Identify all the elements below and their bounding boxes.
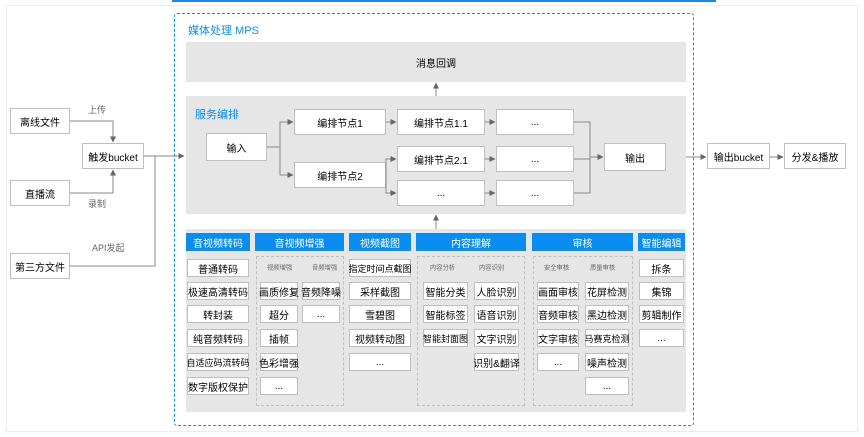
node-2-2-next: ... bbox=[496, 180, 574, 206]
enhance-video-sub: 视频增强 bbox=[267, 264, 293, 272]
review-safe-item: 音频审核 bbox=[537, 305, 579, 323]
review-quality-item: 花屏检测 bbox=[585, 282, 629, 300]
node-1-1: 编排节点1.1 bbox=[397, 109, 485, 135]
snapshot-item: 采样截图 bbox=[349, 282, 411, 300]
output-node: 输出 bbox=[604, 143, 666, 171]
cat-review-header: 审核 bbox=[532, 233, 633, 251]
enhance-video-item: 画质修复 bbox=[259, 282, 299, 300]
transcode-item: 转封装 bbox=[187, 305, 249, 323]
cat-enhance-header: 音视频增强 bbox=[255, 233, 344, 251]
input-node: 输入 bbox=[206, 133, 267, 161]
node-2-1-next: ... bbox=[496, 146, 574, 172]
orchestration-title: 服务编排 bbox=[195, 109, 239, 121]
cat-understand-header: 内容理解 bbox=[416, 233, 526, 251]
review-quality-sub: 质量审核 bbox=[590, 264, 616, 272]
node-2: 编排节点2 bbox=[294, 162, 386, 188]
understand-analysis-item: 智能封面图 bbox=[423, 329, 468, 347]
node-2-1: 编排节点2.1 bbox=[397, 146, 485, 172]
enhance-video-item: ... bbox=[260, 377, 298, 395]
cat-snapshot-header: 视频截图 bbox=[349, 233, 411, 251]
understand-analysis-sub: 内容分析 bbox=[430, 264, 456, 272]
enhance-group bbox=[256, 256, 344, 406]
understand-analysis-item: 智能标签 bbox=[423, 305, 468, 323]
understand-recog-item: 识别&翻译 bbox=[473, 353, 520, 371]
understand-recog-sub: 内容识别 bbox=[479, 264, 505, 272]
outer-frame bbox=[6, 5, 858, 432]
trigger-bucket: 触发bucket bbox=[82, 143, 144, 169]
api-label: API发起 bbox=[92, 243, 125, 253]
transcode-item: 自适应码流转码 bbox=[187, 353, 250, 371]
understand-analysis-item: 智能分类 bbox=[423, 282, 468, 300]
cat-transcode-header: 音视频转码 bbox=[186, 233, 250, 251]
enhance-video-item: 超分 bbox=[260, 305, 298, 323]
review-quality-item: 黑边检测 bbox=[585, 305, 629, 323]
understand-recog-item: 语音识别 bbox=[474, 305, 519, 323]
callback-panel bbox=[186, 42, 686, 82]
enhance-video-item: 色彩增强 bbox=[259, 353, 299, 371]
review-quality-item: 马赛克检测 bbox=[585, 329, 630, 347]
transcode-item: 普通转码 bbox=[187, 259, 249, 277]
distribute-play: 分发&播放 bbox=[784, 143, 846, 169]
source-offline-file: 离线文件 bbox=[10, 108, 70, 134]
review-safe-item: 画面审核 bbox=[537, 282, 579, 300]
edit-item: ... bbox=[639, 329, 684, 347]
snapshot-item: ... bbox=[349, 353, 411, 371]
mps-container bbox=[174, 13, 694, 426]
snapshot-item: 雪碧图 bbox=[349, 305, 411, 323]
source-live-stream: 直播流 bbox=[10, 180, 70, 206]
node-1: 编排节点1 bbox=[294, 109, 386, 135]
understand-recog-item: 人脸识别 bbox=[474, 282, 519, 300]
output-bucket: 输出bucket bbox=[707, 143, 770, 169]
callback-node: 消息回调 bbox=[416, 58, 456, 70]
node-1-1-next: ... bbox=[496, 109, 574, 135]
edit-item: 集锦 bbox=[639, 282, 684, 300]
transcode-item: 纯音频转码 bbox=[187, 329, 249, 347]
review-group bbox=[533, 256, 633, 406]
upload-label: 上传 bbox=[88, 105, 107, 115]
cat-edit-header: 智能编辑 bbox=[638, 233, 685, 251]
review-quality-item: ... bbox=[585, 377, 629, 395]
source-third-party: 第三方文件 bbox=[10, 253, 70, 279]
edit-item: 拆条 bbox=[639, 259, 684, 277]
understand-group bbox=[417, 256, 525, 406]
snapshot-item: 指定时间点截图 bbox=[349, 259, 412, 277]
review-safe-sub: 安全审核 bbox=[544, 264, 570, 272]
enhance-video-item: 插帧 bbox=[260, 329, 298, 347]
enhance-audio-item: ... bbox=[302, 305, 340, 323]
transcode-item: 数字版权保护 bbox=[187, 377, 249, 395]
mps-title: 媒体处理 MPS bbox=[188, 25, 259, 37]
understand-recog-item: 文字识别 bbox=[474, 329, 519, 347]
node-2-2: ... bbox=[397, 180, 485, 206]
review-safe-item: 文字审核 bbox=[537, 329, 579, 347]
review-safe-item: ... bbox=[537, 353, 579, 371]
top-accent-line bbox=[172, 0, 716, 2]
edit-item: 剪辑制作 bbox=[639, 305, 684, 323]
enhance-audio-item: 音频降噪 bbox=[301, 282, 341, 300]
transcode-item: 极速高清转码 bbox=[187, 282, 249, 300]
review-quality-item: 噪声检测 bbox=[585, 353, 629, 371]
enhance-audio-sub: 音频增强 bbox=[312, 264, 338, 272]
record-label: 录制 bbox=[88, 199, 107, 209]
snapshot-item: 视频转动图 bbox=[349, 329, 411, 347]
